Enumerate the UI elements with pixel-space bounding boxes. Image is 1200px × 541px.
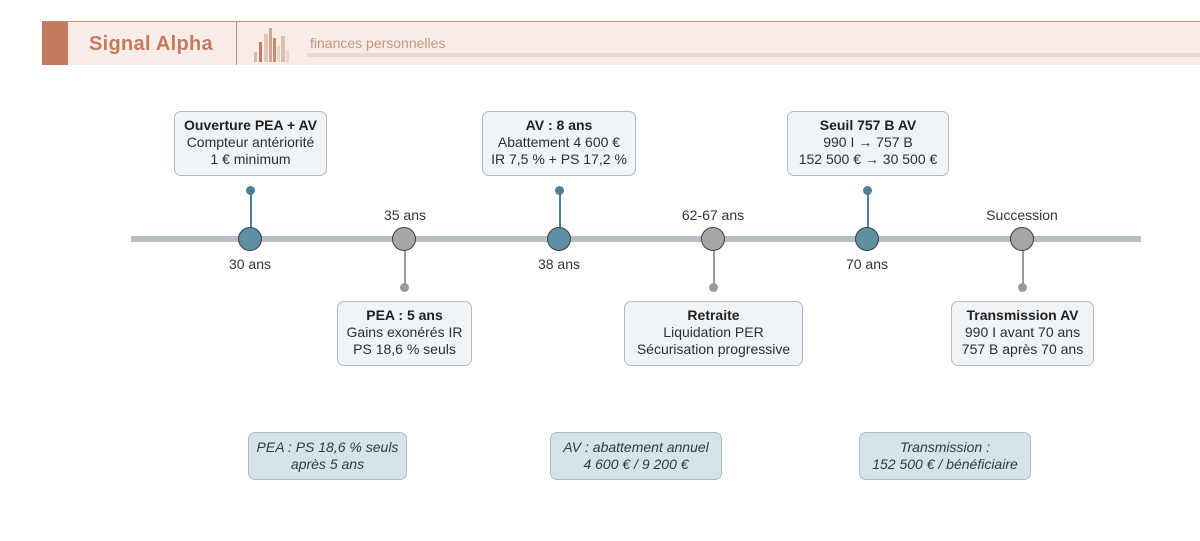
connector-stem — [250, 191, 252, 230]
note-text: 152 500 € / bénéficiaire — [872, 456, 1018, 472]
note-box: AV : abattement annuel 4 600 € / 9 200 € — [550, 432, 722, 480]
milestone-title: Retraite — [687, 307, 740, 323]
milestone-title: PEA : 5 ans — [366, 307, 443, 323]
milestone-card: PEA : 5 ans Gains exonérés IR PS 18,6 % … — [337, 301, 472, 366]
connector-dot — [555, 186, 564, 195]
note-text: après 5 ans — [290, 456, 365, 472]
milestone-card: Retraite Liquidation PER Sécurisation pr… — [624, 301, 803, 366]
connector-dot — [400, 283, 409, 292]
milestone-card: Transmission AV 990 I avant 70 ans 757 B… — [951, 301, 1094, 366]
timeline-bar — [131, 236, 1141, 242]
milestone-detail: Abattement 4 600 € — [497, 134, 621, 150]
milestone-title: AV : 8 ans — [525, 117, 593, 133]
timeline-node — [392, 227, 416, 251]
milestone-detail: 990 I → 757 B — [823, 134, 913, 150]
note-text: AV : abattement annuel — [563, 439, 709, 455]
milestone-age: 62-67 ans — [681, 207, 745, 223]
connector-dot — [1018, 283, 1027, 292]
milestone-detail: 757 B après 70 ans — [961, 341, 1084, 357]
milestone-detail: 152 500 € → 30 500 € — [798, 151, 938, 167]
note-text: PEA : PS 18,6 % seuls — [256, 439, 399, 455]
note-text: Transmission : — [900, 439, 990, 455]
timeline-node — [1010, 227, 1034, 251]
milestone-title: Transmission AV — [966, 307, 1079, 323]
connector-stem — [713, 251, 715, 287]
connector-stem — [559, 191, 561, 230]
milestone-detail: 1 € minimum — [210, 151, 291, 167]
milestone-age: 38 ans — [537, 256, 581, 272]
bar-chart-logo-icon — [254, 28, 289, 62]
milestone-detail: PS 18,6 % seuls — [353, 341, 456, 357]
connector-dot — [246, 186, 255, 195]
connector-dot — [863, 186, 872, 195]
header-divider — [236, 22, 237, 65]
note-text: 4 600 € / 9 200 € — [583, 456, 689, 472]
timeline-node — [547, 227, 571, 251]
timeline-node — [855, 227, 879, 251]
brand-name: Signal Alpha — [89, 33, 213, 55]
milestone-title: Ouverture PEA + AV — [184, 117, 317, 133]
milestone-detail: Compteur antériorité — [186, 134, 315, 150]
milestone-detail: Gains exonérés IR — [346, 324, 463, 340]
timeline-node — [238, 227, 262, 251]
milestone-card: Ouverture PEA + AV Compteur antériorité … — [174, 111, 327, 176]
timeline-node — [701, 227, 725, 251]
header-underline — [307, 53, 1200, 57]
milestone-detail: IR 7,5 % + PS 17,2 % — [491, 151, 627, 167]
header-accent-block — [42, 22, 68, 65]
milestone-age: 70 ans — [845, 256, 889, 272]
milestone-age: 35 ans — [383, 207, 427, 223]
milestone-detail: Sécurisation progressive — [636, 341, 791, 357]
connector-stem — [1022, 251, 1024, 287]
connector-stem — [867, 191, 869, 230]
milestone-detail: Liquidation PER — [663, 324, 764, 340]
milestone-card: Seuil 757 B AV 990 I → 757 B 152 500 € →… — [787, 111, 949, 176]
connector-dot — [709, 283, 718, 292]
milestone-detail: 990 I avant 70 ans — [964, 324, 1081, 340]
milestone-age: Succession — [986, 207, 1058, 223]
tagline: finances personnelles — [310, 35, 446, 51]
milestone-card: AV : 8 ans Abattement 4 600 € IR 7,5 % +… — [482, 111, 636, 176]
milestone-age: 30 ans — [228, 256, 272, 272]
connector-stem — [404, 251, 406, 287]
header-banner: Signal Alpha finances personnelles — [42, 21, 1200, 65]
note-box: PEA : PS 18,6 % seuls après 5 ans — [248, 432, 407, 480]
note-box: Transmission : 152 500 € / bénéficiaire — [859, 432, 1031, 480]
milestone-title: Seuil 757 B AV — [819, 117, 917, 133]
